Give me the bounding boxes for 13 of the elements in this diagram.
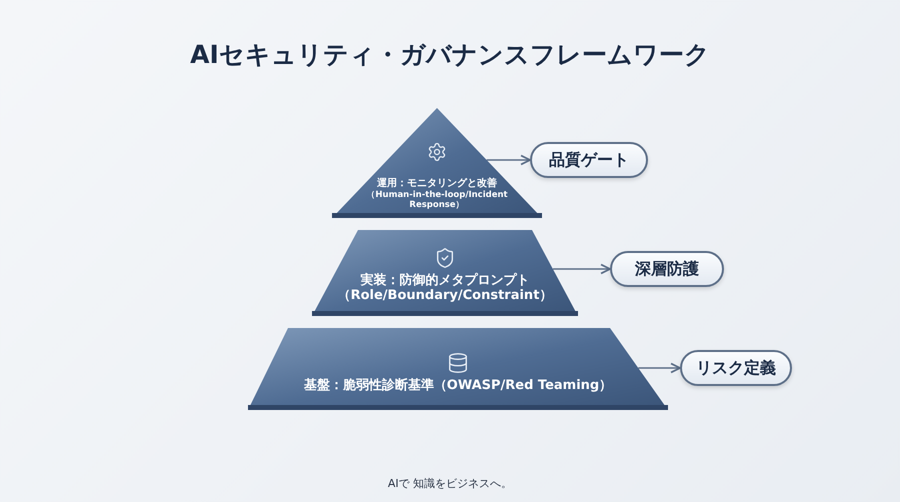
arrow bbox=[552, 264, 611, 274]
tier-label: 運用：モニタリングと改善 bbox=[377, 178, 497, 190]
tier-label: 実装：防御的メタプロンプト bbox=[360, 272, 530, 288]
title: AIセキュリティ・ガバナンスフレームワーク bbox=[190, 39, 710, 71]
arrow bbox=[486, 154, 531, 166]
pill-label: リスク定義 bbox=[680, 350, 792, 386]
tier-label: （Human-in-the-loop/Incident Response） bbox=[365, 190, 509, 210]
pill-label: 深層防護 bbox=[610, 251, 724, 287]
arrow bbox=[638, 362, 681, 374]
tagline: AIで 知識をビジネスへ。 bbox=[388, 476, 512, 491]
pill-label: 品質ゲート bbox=[530, 142, 648, 178]
tier-label: （Role/Boundary/Constraint） bbox=[338, 288, 552, 304]
tier-label: 基盤：脆弱性診断基準（OWASP/Red Teaming） bbox=[304, 378, 612, 394]
